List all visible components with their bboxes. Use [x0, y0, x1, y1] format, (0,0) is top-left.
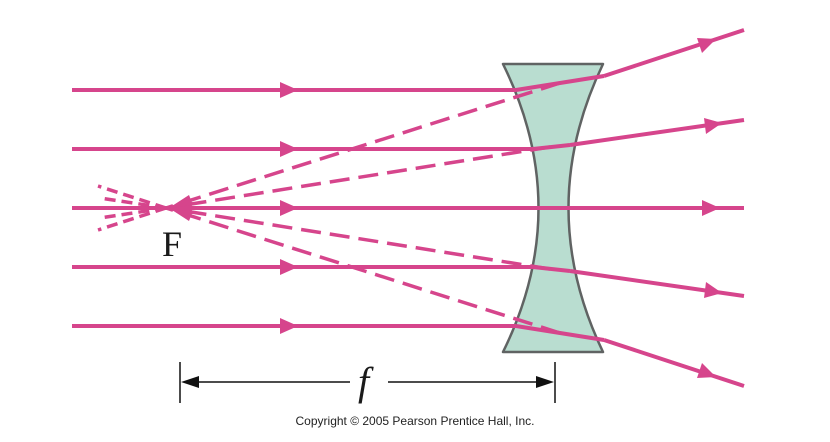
refracted-arrow-3 — [702, 200, 720, 216]
refracted-ray-5 — [603, 338, 745, 388]
dimension-arrow-right — [536, 376, 554, 388]
refracted-arrow-5 — [697, 363, 716, 378]
virtual-arrowheads — [172, 195, 193, 221]
virtual-arrow-5 — [172, 210, 193, 221]
incident-arrow-1 — [280, 82, 298, 98]
virtual-extension-beyond-2 — [99, 206, 167, 220]
focal-length-dimension — [179, 362, 556, 403]
refracted-arrowheads — [697, 38, 722, 378]
focal-point-label: F — [162, 224, 182, 264]
dimension-arrowheads — [181, 376, 554, 388]
virtual-extension-5 — [165, 206, 561, 335]
incident-arrowheads — [280, 82, 298, 334]
incident-arrow-2 — [280, 141, 298, 157]
virtual-extension-beyond-4 — [99, 196, 167, 210]
incident-arrow-4 — [280, 259, 298, 275]
refracted-arrow-4 — [704, 282, 722, 298]
virtual-extension-4 — [165, 206, 551, 271]
incident-arrow-5 — [280, 318, 298, 334]
virtual-ray-extensions — [97, 81, 561, 335]
focal-length-label: f — [358, 359, 374, 404]
virtual-extension-beyond-1 — [97, 206, 167, 232]
refracted-ray-1 — [603, 28, 745, 78]
virtual-extension-1 — [165, 81, 561, 210]
virtual-extension-beyond-5 — [97, 184, 167, 210]
dimension-arrow-left — [181, 376, 199, 388]
refracted-arrow-1 — [697, 38, 716, 53]
incident-arrow-3 — [280, 200, 298, 216]
virtual-extension-2 — [165, 145, 551, 210]
refracted-arrow-2 — [704, 118, 722, 134]
copyright-notice: Copyright © 2005 Pearson Prentice Hall, … — [295, 414, 535, 428]
incident-rays — [72, 88, 538, 328]
